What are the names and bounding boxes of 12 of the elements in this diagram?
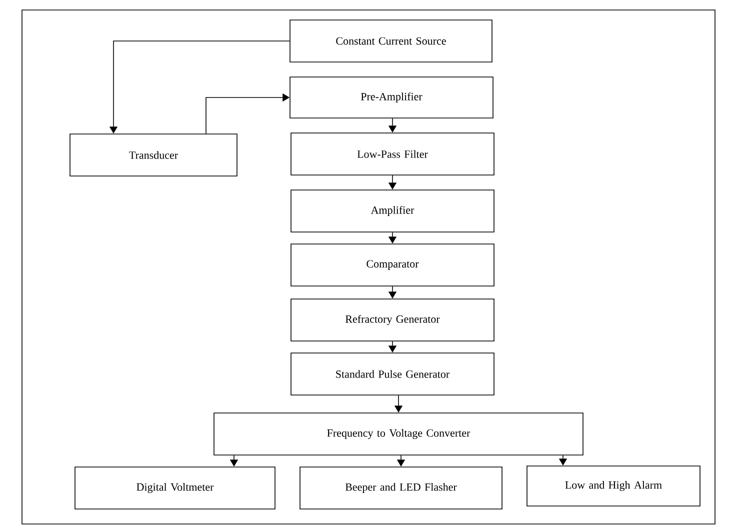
block-box: Low-Pass Filter — [290, 132, 494, 176]
block-box: Standard Pulse Generator — [290, 352, 494, 396]
block-box: Pre-Amplifier — [290, 76, 494, 118]
block-box: Low and High Alarm — [526, 466, 700, 506]
block-box: Comparator — [290, 244, 494, 286]
block-box: Transducer — [70, 134, 238, 176]
block-box: Digital Voltmeter — [74, 466, 276, 510]
block-box: Constant Current Source — [290, 20, 492, 62]
block-box: Beeper and LED Flasher — [300, 466, 502, 510]
block-box: Amplifier — [290, 190, 494, 232]
block-box: Refractory Generator — [290, 298, 494, 342]
block-box: Frequency to Voltage Converter — [214, 412, 584, 456]
